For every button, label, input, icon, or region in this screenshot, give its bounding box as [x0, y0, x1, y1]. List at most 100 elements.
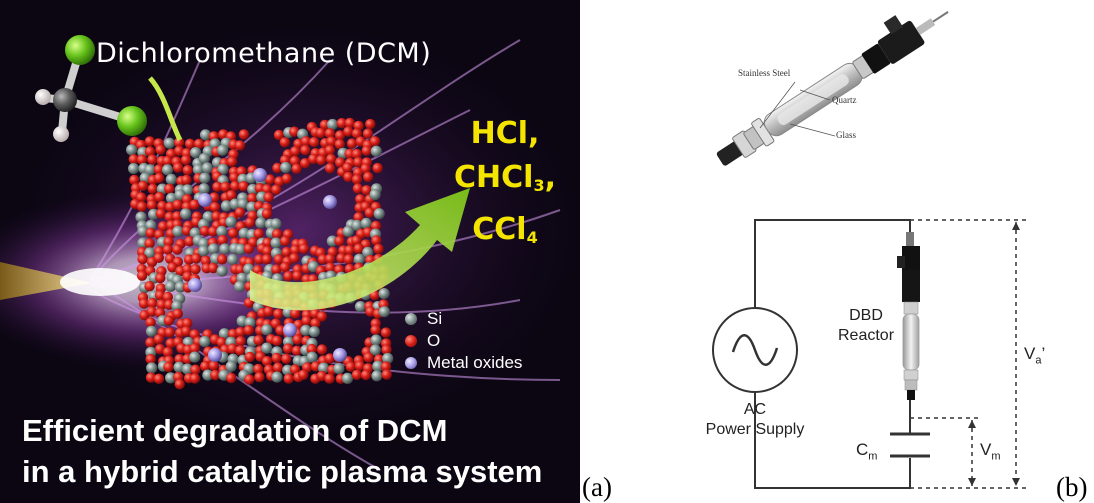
oxygen-atom — [167, 262, 178, 273]
oxygen-atom — [262, 245, 273, 257]
silicon-atom — [308, 326, 320, 338]
oxygen-atom — [254, 371, 265, 383]
metal-oxide-particle — [188, 278, 202, 292]
oxygen-atom — [153, 252, 164, 263]
discharge-tip — [60, 268, 140, 296]
silicon-atom — [126, 144, 138, 156]
oxygen-atom — [182, 318, 193, 329]
oxygen-atom — [373, 243, 384, 255]
oxygen-atom — [306, 343, 317, 355]
oxygen-atom — [172, 199, 183, 210]
oxygen-atom — [292, 270, 303, 281]
reactor-circuit-diagram — [712, 11, 1030, 489]
hydrogen-atom — [35, 89, 51, 105]
oxygen-atom — [180, 154, 192, 166]
silicon-atom — [217, 163, 229, 175]
dbd-reactor-symbol — [897, 232, 920, 400]
oxygen-atom — [351, 128, 363, 139]
oxygen-atom — [380, 327, 392, 338]
oxygen-atom — [324, 163, 336, 174]
oxygen-atom — [190, 364, 201, 375]
oxygen-atom — [361, 145, 372, 156]
oxygen-atom — [380, 361, 392, 372]
oxygen-atom — [360, 163, 371, 174]
oxygen-atom — [235, 336, 246, 347]
oxygen-atom — [243, 243, 254, 254]
silicon-atom — [333, 363, 345, 375]
oxygen-atom — [381, 369, 392, 380]
oxygen-atom — [292, 334, 303, 345]
oxygen-atom — [144, 136, 155, 147]
oxygen-atom — [145, 353, 156, 365]
oxygen-atom — [163, 236, 174, 247]
silicon-atom — [225, 360, 237, 372]
silicon-atom — [198, 183, 210, 195]
oxygen-atom — [147, 297, 158, 309]
silicon-atom — [372, 360, 384, 372]
silicon-atom — [270, 218, 282, 230]
oxygen-atom — [263, 306, 274, 317]
oxygen-atom — [352, 183, 364, 194]
oxygen-swatch-icon — [405, 335, 417, 347]
silicon-atom — [190, 147, 202, 159]
oxygen-atom — [324, 253, 336, 265]
silicon-atom — [225, 216, 237, 228]
oxygen-atom — [283, 271, 294, 282]
oxygen-atom — [208, 360, 219, 371]
products-subscript-2: 4 — [526, 228, 538, 247]
oxygen-atom — [173, 137, 185, 148]
atom-legend: Si O Metal oxides — [405, 308, 522, 374]
silicon-atom — [234, 243, 246, 255]
oxygen-atom — [334, 235, 345, 247]
silicon-atom — [172, 225, 184, 237]
silicon-atom — [163, 137, 175, 149]
oxygen-atom — [351, 174, 363, 185]
oxygen-atom — [172, 308, 183, 319]
silicon-atom — [280, 161, 292, 174]
oxygen-atom — [128, 154, 139, 165]
oxygen-atom — [298, 243, 310, 254]
oxygen-atom — [324, 373, 335, 384]
oxygen-atom — [199, 225, 211, 237]
oxygen-atom — [182, 165, 193, 176]
oxygen-atom — [145, 227, 156, 239]
oxygen-atom — [261, 208, 273, 219]
oxygen-atom — [145, 372, 157, 383]
silicon-atom — [261, 342, 273, 354]
oxygen-atom — [261, 184, 273, 195]
oxygen-atom — [153, 172, 165, 184]
oxygen-atom — [355, 194, 366, 205]
oxygen-atom — [253, 228, 264, 239]
oxygen-atom — [226, 372, 237, 384]
oxygen-atom — [370, 220, 382, 232]
silicon-atom — [353, 253, 365, 265]
oxygen-atom — [172, 244, 183, 255]
silicon-atom — [180, 208, 192, 220]
oxygen-atom — [136, 154, 148, 165]
oxygen-atom — [316, 370, 327, 382]
oxygen-atom — [138, 298, 150, 309]
oxygen-atom — [234, 140, 246, 151]
label-stainless-steel: Stainless Steel — [738, 68, 791, 78]
dbd-label-line-1: DBD — [849, 307, 883, 324]
silicon-atom — [369, 189, 381, 201]
oxygen-atom — [315, 127, 326, 139]
metal-oxide-swatch-icon — [405, 357, 417, 369]
dcm-molecule — [35, 35, 147, 142]
carbon-atom — [53, 88, 77, 112]
connector-block — [861, 43, 891, 74]
oxygen-atom — [344, 148, 355, 159]
silicon-atom — [270, 237, 282, 249]
oxygen-atom — [189, 343, 200, 354]
cm-main: C — [856, 440, 869, 459]
silicon-atom — [161, 164, 174, 176]
oxygen-atom — [351, 369, 363, 380]
oxygen-atom — [163, 315, 175, 326]
oxygen-atom — [275, 325, 286, 336]
silicon-atom — [207, 243, 220, 255]
oxygen-atom — [346, 138, 358, 149]
silicon-atom — [171, 300, 183, 312]
oxygen-atom — [353, 157, 364, 168]
va-sub: a — [1035, 354, 1042, 367]
oxygen-atom — [369, 136, 381, 147]
